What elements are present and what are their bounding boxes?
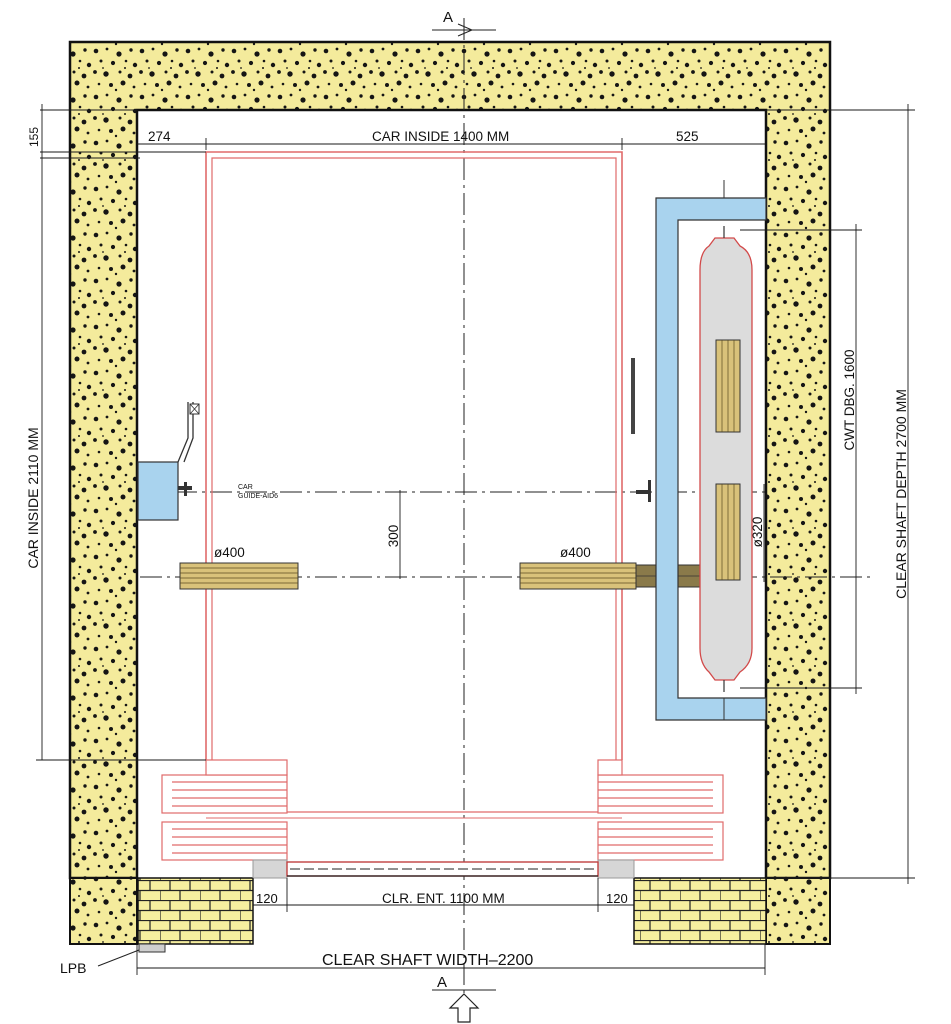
jamb-left-label: 120 (256, 891, 278, 906)
clear-shaft-width-label: CLEAR SHAFT WIDTH–2200 (322, 952, 533, 969)
door-panels-left (161, 759, 288, 861)
cwt-weights (715, 339, 741, 581)
car-inside-depth-label: CAR INSIDE 2110 MM (25, 427, 41, 568)
counterweight-frame (655, 180, 767, 721)
lpb-box (138, 943, 166, 953)
shaft-depth-label: CLEAR SHAFT DEPTH 2700 MM (893, 389, 909, 599)
car-guide-rail-right (631, 358, 635, 434)
section-arrow-icon (448, 993, 480, 1023)
entrance-sill (252, 859, 635, 879)
pulley-cwt-label: ø320 (750, 517, 765, 548)
door-panel (597, 821, 724, 861)
wall-right-base (765, 877, 831, 945)
brick-left (137, 877, 254, 945)
left-gap-label: 274 (148, 129, 171, 144)
car-guide-label-1: CAR (238, 484, 253, 491)
offset-300-label: 300 (386, 525, 401, 548)
pulley-right-label: ø400 (560, 545, 591, 560)
jamb-left-block (252, 859, 288, 879)
elevator-car (205, 151, 623, 819)
car-guide-label-2: GUIDE-AID6 (238, 493, 278, 500)
jamb-right-block (597, 859, 635, 879)
car-guide-shoe-right (636, 480, 651, 502)
top-gap-label: 155 (27, 127, 41, 147)
door-panel (161, 821, 288, 861)
pulley-left-label: ø400 (214, 545, 245, 560)
door-panel (597, 774, 724, 814)
cwt-body (699, 237, 753, 681)
dimension-lines (36, 23, 915, 1023)
pulley-right (519, 562, 729, 590)
car-guide-left (137, 402, 200, 521)
clear-entrance-label: CLR. ENT. 1100 MM (382, 891, 505, 906)
brick-right (633, 877, 767, 945)
car-outline-inner (211, 157, 617, 760)
lpb-label: LPB (60, 960, 86, 976)
car-outline-outer (205, 151, 623, 760)
right-gap-label: 525 (676, 129, 699, 144)
car-inside-width-label: CAR INSIDE 1400 MM (372, 129, 509, 144)
car-guide-bracket (137, 461, 179, 521)
pulley-left (179, 562, 299, 590)
shaft-walls (68, 40, 832, 945)
cwt-dbg-label: CWT DBG. 1600 (842, 349, 857, 450)
door-panels-right (597, 759, 724, 861)
section-mark-top: A (443, 9, 453, 26)
cwt-frame-blue (655, 197, 767, 721)
labels: A A CAR INSIDE 1400 MM 274 525 155 CAR I… (25, 9, 909, 991)
wall-left-base (69, 877, 138, 945)
door-panel (161, 774, 288, 814)
section-mark-bottom: A (437, 974, 447, 991)
jamb-right-label: 120 (606, 891, 628, 906)
